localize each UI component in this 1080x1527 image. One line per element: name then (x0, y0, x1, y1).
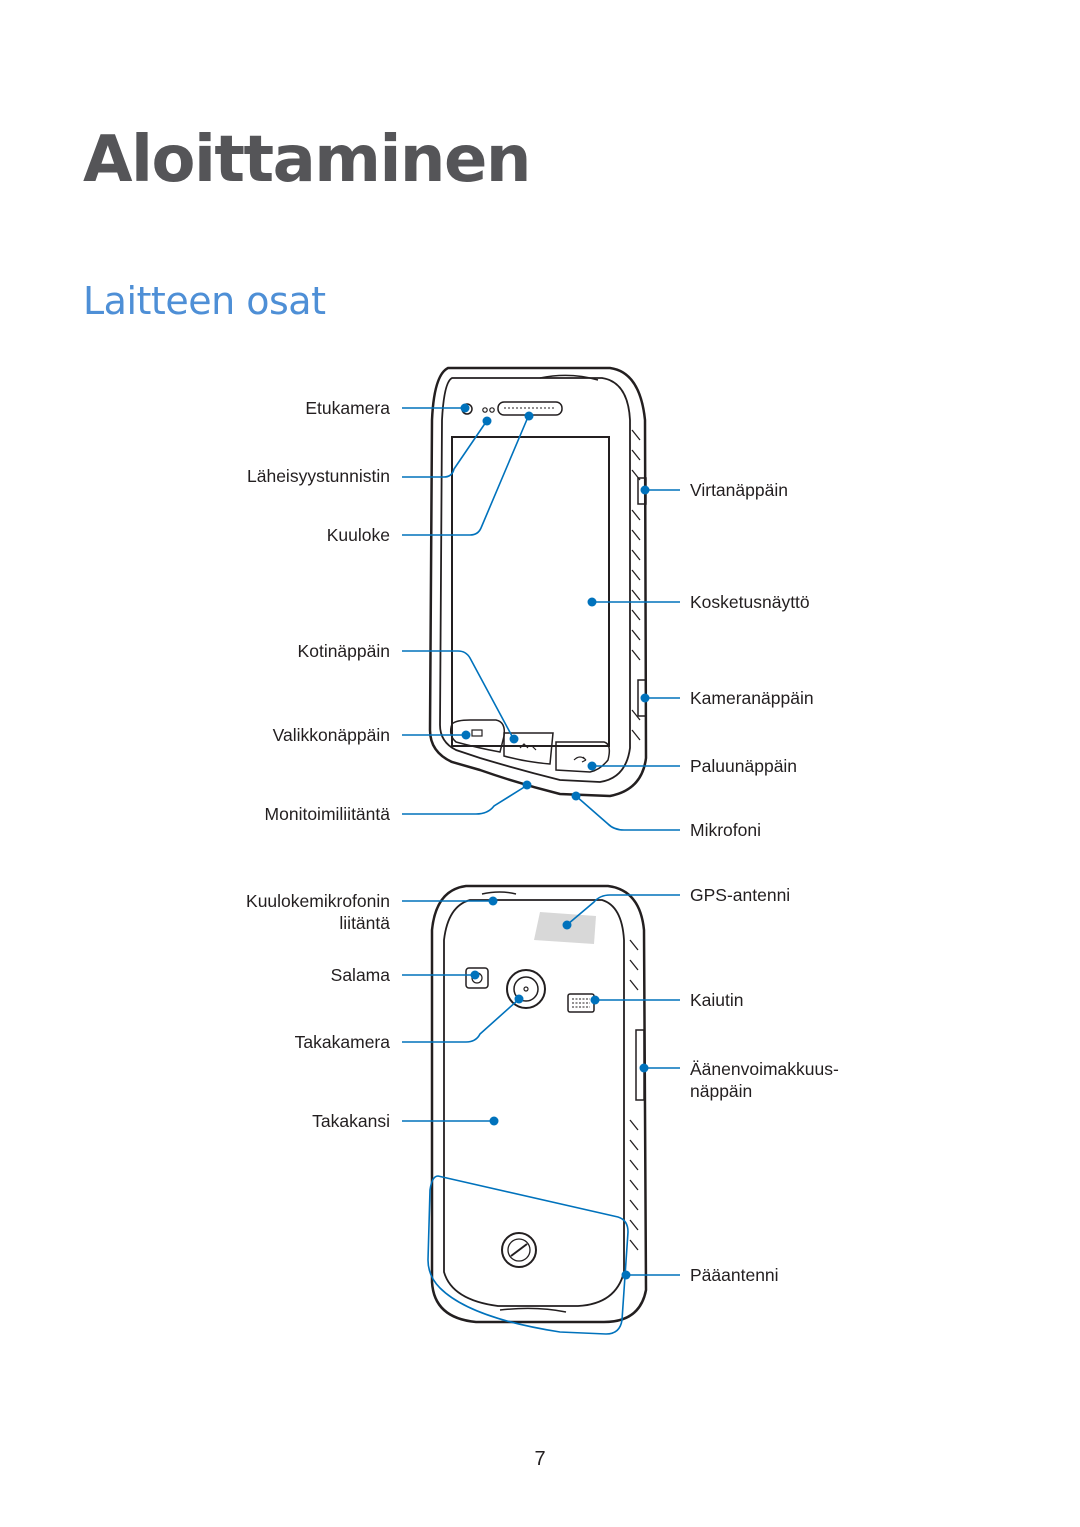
label-back-cover: Takakansi (312, 1111, 390, 1131)
label-power-key: Virtanäppäin (690, 480, 788, 500)
label-microphone: Mikrofoni (690, 820, 761, 840)
phone-back-illustration (430, 884, 648, 1324)
label-rear-camera: Takakamera (294, 1032, 390, 1052)
label-proximity-sensor: Läheisyystunnistin (247, 466, 390, 486)
phone-front-illustration (428, 366, 648, 798)
callout-lines (402, 407, 680, 1335)
label-flash: Salama (330, 965, 390, 985)
chapter-title: Aloittaminen (83, 123, 531, 197)
label-headset-jack: Kuulokemikrofonin liitäntä (246, 890, 390, 934)
label-front-camera: Etukamera (305, 398, 390, 418)
label-back-key: Paluunäppäin (690, 756, 798, 776)
section-title: Laitteen osat (83, 279, 326, 323)
label-camera-key: Kameranäppäin (690, 688, 814, 708)
label-headset-jack-line2: liitäntä (339, 913, 390, 933)
callout-dots (460, 403, 650, 1280)
label-headset-jack-line1: Kuulokemikrofonin (246, 891, 390, 911)
label-speaker: Kaiutin (690, 990, 744, 1010)
page-number: 7 (534, 1448, 546, 1470)
label-multipurpose-jack: Monitoimiliitäntä (264, 804, 390, 824)
label-main-antenna: Pääantenni (690, 1265, 779, 1285)
label-earpiece: Kuuloke (326, 525, 390, 545)
label-volume-key: Äänenvoimakkuus- näppäin (690, 1058, 839, 1102)
label-volume-key-line1: Äänenvoimakkuus- (690, 1059, 839, 1079)
label-volume-key-line2: näppäin (690, 1081, 753, 1101)
label-menu-key: Valikkonäppäin (272, 725, 390, 745)
label-gps-antenna: GPS-antenni (690, 885, 791, 905)
label-touchscreen: Kosketusnäyttö (690, 592, 810, 612)
label-home-key: Kotinäppäin (297, 641, 390, 661)
